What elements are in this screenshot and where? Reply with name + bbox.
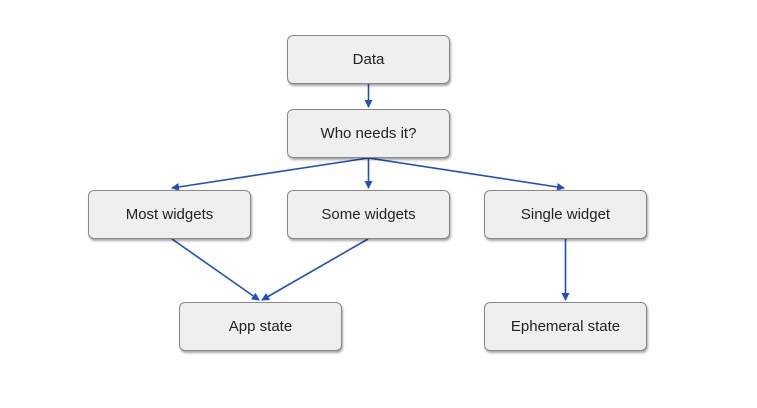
node-some-widgets-label: Some widgets <box>321 206 416 223</box>
node-most-widgets: Most widgets <box>88 190 251 239</box>
node-some-widgets: Some widgets <box>287 190 450 239</box>
node-ephemeral-state-label: Ephemeral state <box>510 318 621 335</box>
arrow-who-to-single <box>368 157 565 191</box>
node-ephemeral-state: Ephemeral state <box>484 302 647 351</box>
node-who-needs-it-label: Who needs it? <box>320 125 417 142</box>
node-app-state-label: App state <box>228 318 293 335</box>
node-data: Data <box>287 35 450 84</box>
arrow-some-to-app <box>261 238 369 301</box>
node-app-state: App state <box>179 302 342 351</box>
node-single-widget-label: Single widget <box>520 206 611 223</box>
node-most-widgets-label: Most widgets <box>125 206 214 223</box>
node-data-label: Data <box>352 51 385 68</box>
arrow-most-to-app <box>171 238 260 301</box>
node-single-widget: Single widget <box>484 190 647 239</box>
arrow-who-to-most <box>171 157 369 191</box>
node-who-needs-it: Who needs it? <box>287 109 450 158</box>
